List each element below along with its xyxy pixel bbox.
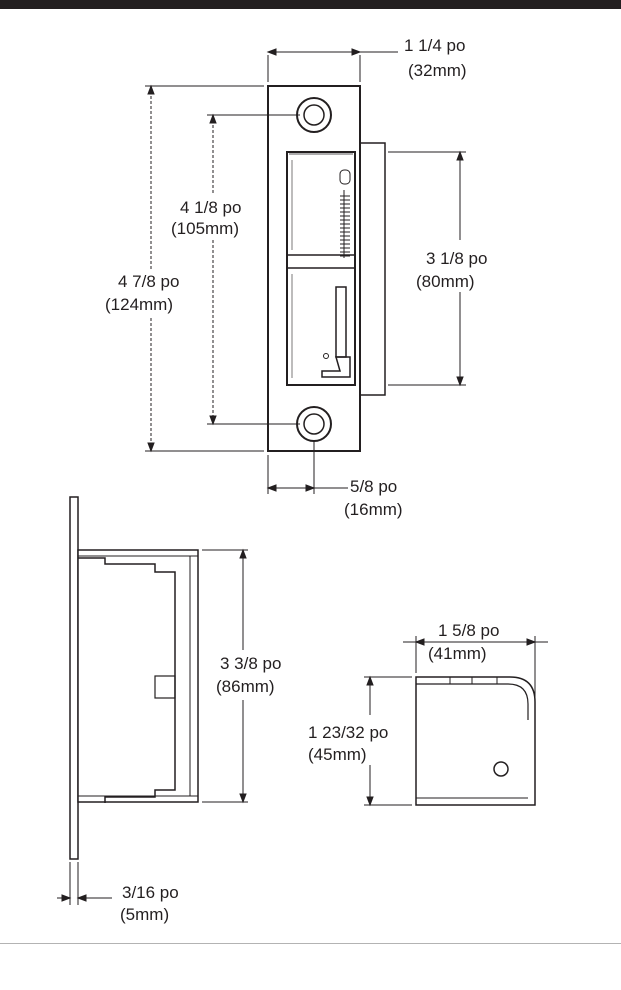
end-height-imperial: 1 23/32 po [308, 723, 388, 742]
end-depth-imperial: 1 5/8 po [438, 621, 499, 640]
front-view [267, 85, 386, 452]
front-width-metric: (32mm) [408, 61, 467, 80]
hole-offset-imperial: 5/8 po [350, 477, 397, 496]
side-height-metric: (86mm) [216, 677, 275, 696]
hole-spacing-imperial: 4 1/8 po [180, 198, 241, 217]
side-height-imperial: 3 3/8 po [220, 654, 281, 673]
end-body [415, 676, 536, 806]
spring [339, 169, 351, 258]
end-height-metric: (45mm) [308, 745, 367, 764]
front-width-imperial: 1 1/4 po [404, 36, 465, 55]
front-height-imperial: 4 7/8 po [118, 272, 179, 291]
body-height-imperial: 3 1/8 po [426, 249, 487, 268]
top-rule [0, 0, 621, 9]
end-mount-hole [493, 761, 509, 777]
faceplate-depth-imperial: 3/16 po [122, 883, 179, 902]
side-view [69, 496, 199, 860]
end-depth-metric: (41mm) [428, 644, 487, 663]
hole-offset-metric: (16mm) [344, 500, 403, 519]
hole-spacing-metric: (105mm) [171, 219, 239, 238]
body-height-metric: (80mm) [416, 272, 475, 291]
side-faceplate [69, 496, 79, 860]
end-view [415, 676, 536, 806]
front-height-metric: (124mm) [105, 295, 173, 314]
faceplate-depth-metric: (5mm) [120, 905, 169, 924]
bottom-rule [0, 943, 621, 944]
